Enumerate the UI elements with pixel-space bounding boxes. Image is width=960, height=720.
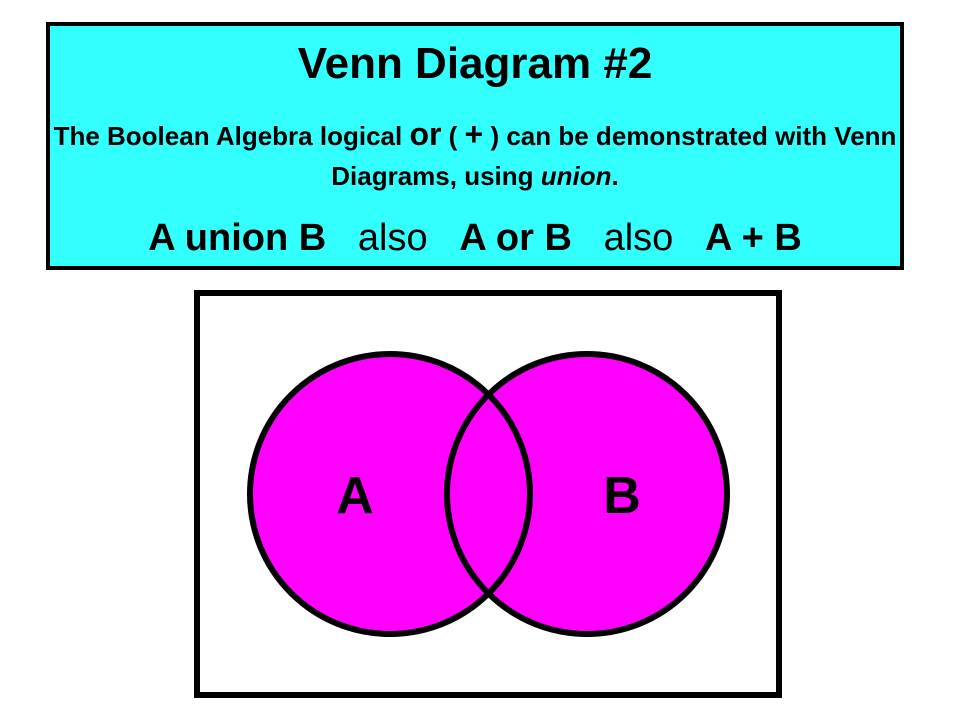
union-keyword: union: [540, 161, 612, 191]
set-a-circle: [250, 354, 530, 634]
equation-line: A union B also A or B also A + B: [50, 216, 900, 260]
set-a-label: A: [336, 467, 374, 525]
equation-union: A union B: [148, 217, 327, 259]
description-part1: The Boolean Algebra logical: [53, 121, 410, 151]
or-keyword: or: [409, 116, 442, 152]
equation-or: A or B: [459, 217, 572, 259]
set-b-circle: [447, 354, 727, 634]
description-part3: ) can be demonstrated with Venn Diagrams…: [331, 121, 897, 191]
page-title: Venn Diagram #2: [297, 39, 653, 88]
description-end: .: [611, 161, 619, 191]
equation-also-1: also: [357, 217, 428, 259]
set-b-label: B: [603, 467, 641, 525]
equation-also-2: also: [603, 217, 674, 259]
set-a-outline: [247, 351, 533, 637]
equation-plus: A + B: [705, 217, 802, 259]
header-panel: Venn Diagram #2 The Boolean Algebra logi…: [46, 22, 904, 270]
description-part2: (: [441, 121, 465, 151]
plus-symbol: +: [464, 116, 484, 152]
set-b-outline: [444, 351, 730, 637]
description-text: The Boolean Algebra logical or ( + ) can…: [50, 114, 900, 196]
